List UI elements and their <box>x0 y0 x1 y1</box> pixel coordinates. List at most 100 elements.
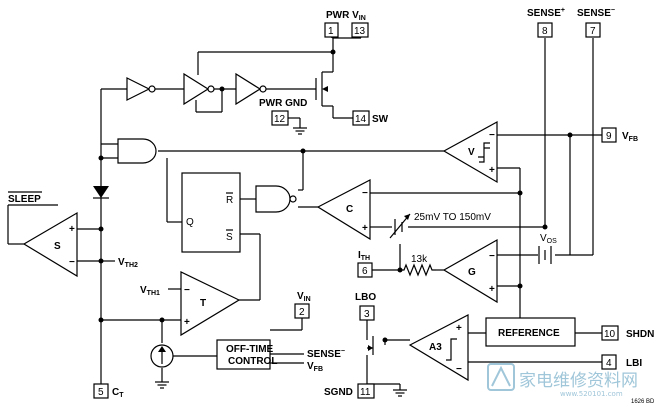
ff-q-label: Q <box>186 217 194 228</box>
svg-text:−: − <box>362 188 368 199</box>
svg-text:10: 10 <box>604 329 616 340</box>
resistor-13k <box>400 263 436 277</box>
svg-text:8: 8 <box>542 26 548 37</box>
ith-label: ITH <box>358 250 370 262</box>
pin-9: 9 <box>601 127 617 143</box>
sgnd-label: SGND <box>324 387 353 398</box>
v-amplifier <box>442 120 498 184</box>
svg-text:13: 13 <box>354 26 366 37</box>
flip-flop <box>181 172 241 253</box>
ff-s-label: S <box>226 232 233 243</box>
buffer-3 <box>235 72 267 106</box>
sense-minus-label: SENSE− <box>577 7 615 19</box>
resistor-label: 13k <box>411 254 428 265</box>
pin-14: 14 <box>352 110 370 126</box>
pwr-gnd-label: PWR GND <box>259 98 307 109</box>
pin-10: 10 <box>601 325 619 341</box>
offset-voltage-source <box>389 213 411 239</box>
off-time-label-1: OFF-TIME <box>226 344 274 355</box>
pin-2: 2 <box>294 303 310 319</box>
svg-text:+: + <box>456 323 462 334</box>
rail-diode <box>93 186 109 199</box>
svg-text:1: 1 <box>328 26 334 37</box>
current-source <box>150 344 174 368</box>
a3-label: A3 <box>429 342 442 353</box>
s-amplifier <box>22 211 78 278</box>
a3-comparator <box>408 314 469 382</box>
svg-text:−: − <box>489 251 495 262</box>
svg-text:5: 5 <box>98 387 104 398</box>
vos-label: VOS <box>540 233 557 245</box>
vos-battery <box>538 246 552 264</box>
ff-r-label: R <box>226 195 233 206</box>
fet-arrow <box>322 86 328 92</box>
svg-text:−: − <box>456 364 462 375</box>
watermark-text: 家电维修资料网 <box>519 371 638 391</box>
sleep-label: SLEEP <box>8 194 41 205</box>
reference-block <box>485 317 576 347</box>
svg-text:11: 11 <box>360 387 371 398</box>
svg-text:+: + <box>69 224 75 235</box>
vfb-label: VFB <box>622 131 638 143</box>
off-time-label-2: CONTROL <box>228 356 277 367</box>
offset-source-label: 25mV TO 150mV <box>414 212 491 223</box>
lbi-label: LBI <box>626 358 642 369</box>
pin-8: 8 <box>537 22 553 38</box>
g-amplifier <box>442 238 498 304</box>
svg-text:−: − <box>184 285 190 296</box>
svg-text:6: 6 <box>362 266 368 277</box>
vth1-label: VTH1 <box>140 285 160 297</box>
pin-3: 3 <box>359 305 375 321</box>
svg-text:+: + <box>184 317 190 328</box>
svg-text:−: − <box>489 130 495 141</box>
svg-text:−: − <box>69 257 75 268</box>
figure-code: 1626 BD <box>631 399 655 405</box>
watermark-url: www.520101.com <box>560 390 623 398</box>
sw-label: SW <box>372 114 389 125</box>
v-amp-label: V <box>468 147 475 158</box>
svg-text:4: 4 <box>606 358 612 369</box>
pin-11: 11 <box>357 383 375 399</box>
vin-label: VIN <box>297 291 311 303</box>
buffer-1 <box>126 77 156 101</box>
pin-6: 6 <box>357 262 373 278</box>
buffer-2 <box>183 72 215 106</box>
g-amp-label: G <box>468 267 476 278</box>
pwr-vin-label: PWR VIN <box>326 10 366 22</box>
wires <box>7 37 602 390</box>
reference-label: REFERENCE <box>498 328 560 339</box>
c-amplifier <box>316 179 371 241</box>
pin-5: 5 <box>93 383 109 399</box>
ct-label: CT <box>112 387 124 399</box>
watermark: 家电维修资料网 www.520101.com <box>487 363 638 398</box>
c-amp-label: C <box>346 204 353 215</box>
svg-text:9: 9 <box>606 131 612 142</box>
t-amp-label: T <box>200 298 206 309</box>
offtime-vfb-label: VFB <box>307 361 323 373</box>
pin-13: 13 <box>351 22 369 38</box>
svg-text:+: + <box>362 223 368 234</box>
svg-text:+: + <box>489 284 495 295</box>
pin-4: 4 <box>601 354 617 370</box>
pin-12: 12 <box>271 110 289 126</box>
pin-7: 7 <box>585 22 601 38</box>
svg-text:+: + <box>489 165 495 176</box>
s-amp-label: S <box>54 241 61 252</box>
svg-text:12: 12 <box>274 114 286 125</box>
svg-text:7: 7 <box>590 26 596 37</box>
vth2-label: VTH2 <box>118 257 138 269</box>
sense-plus-label: SENSE+ <box>527 7 565 19</box>
pin-1: 1 <box>324 22 339 38</box>
and-gate <box>117 138 157 164</box>
offtime-sense-minus-label: SENSE− <box>307 348 345 360</box>
shdn-label: SHDN <box>626 329 654 340</box>
nand-gate <box>255 185 297 213</box>
junction-dots <box>98 49 573 343</box>
svg-text:14: 14 <box>355 114 367 125</box>
off-time-control-block <box>216 339 271 370</box>
svg-text:2: 2 <box>299 307 305 318</box>
t-amplifier <box>180 271 241 337</box>
lbo-label: LBO <box>355 292 376 303</box>
svg-text:3: 3 <box>364 309 370 320</box>
